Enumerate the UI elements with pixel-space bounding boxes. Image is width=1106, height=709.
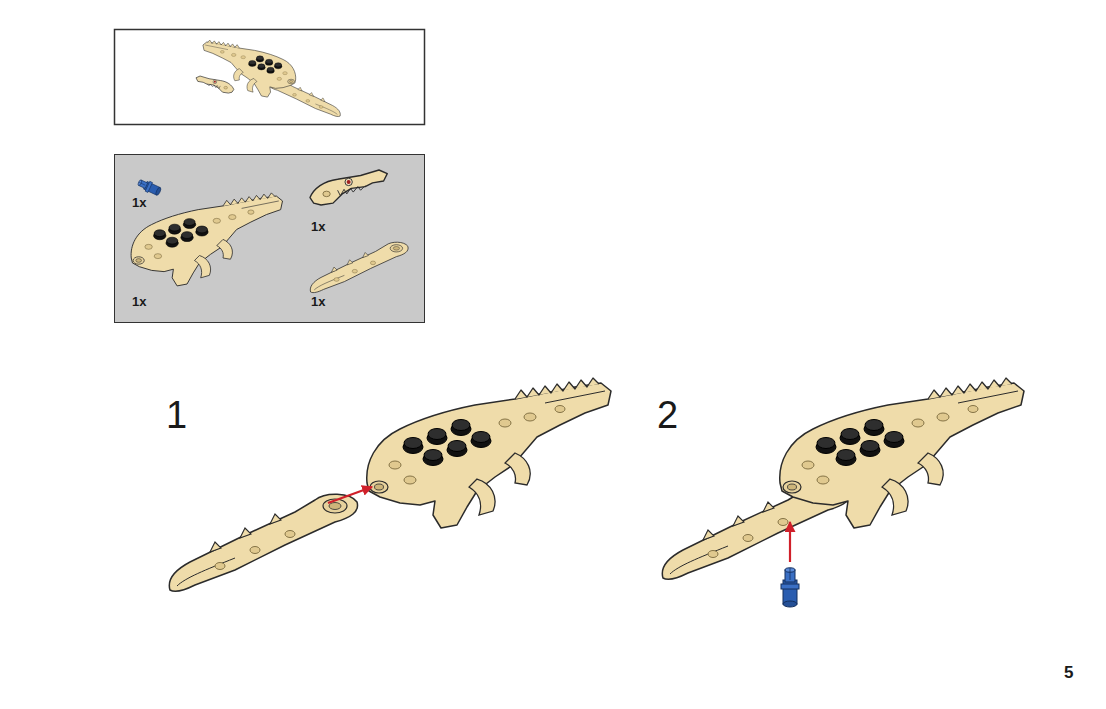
- step-number: 1: [166, 396, 187, 434]
- page-number: 5: [1064, 664, 1073, 681]
- part-count: 1x: [311, 295, 325, 308]
- part-count: 1x: [311, 220, 325, 233]
- part-count: 1x: [132, 196, 146, 209]
- part-count: 1x: [132, 295, 146, 308]
- step-number: 2: [657, 396, 678, 434]
- parts-panel: 1x 1x 1x 1x: [114, 154, 425, 323]
